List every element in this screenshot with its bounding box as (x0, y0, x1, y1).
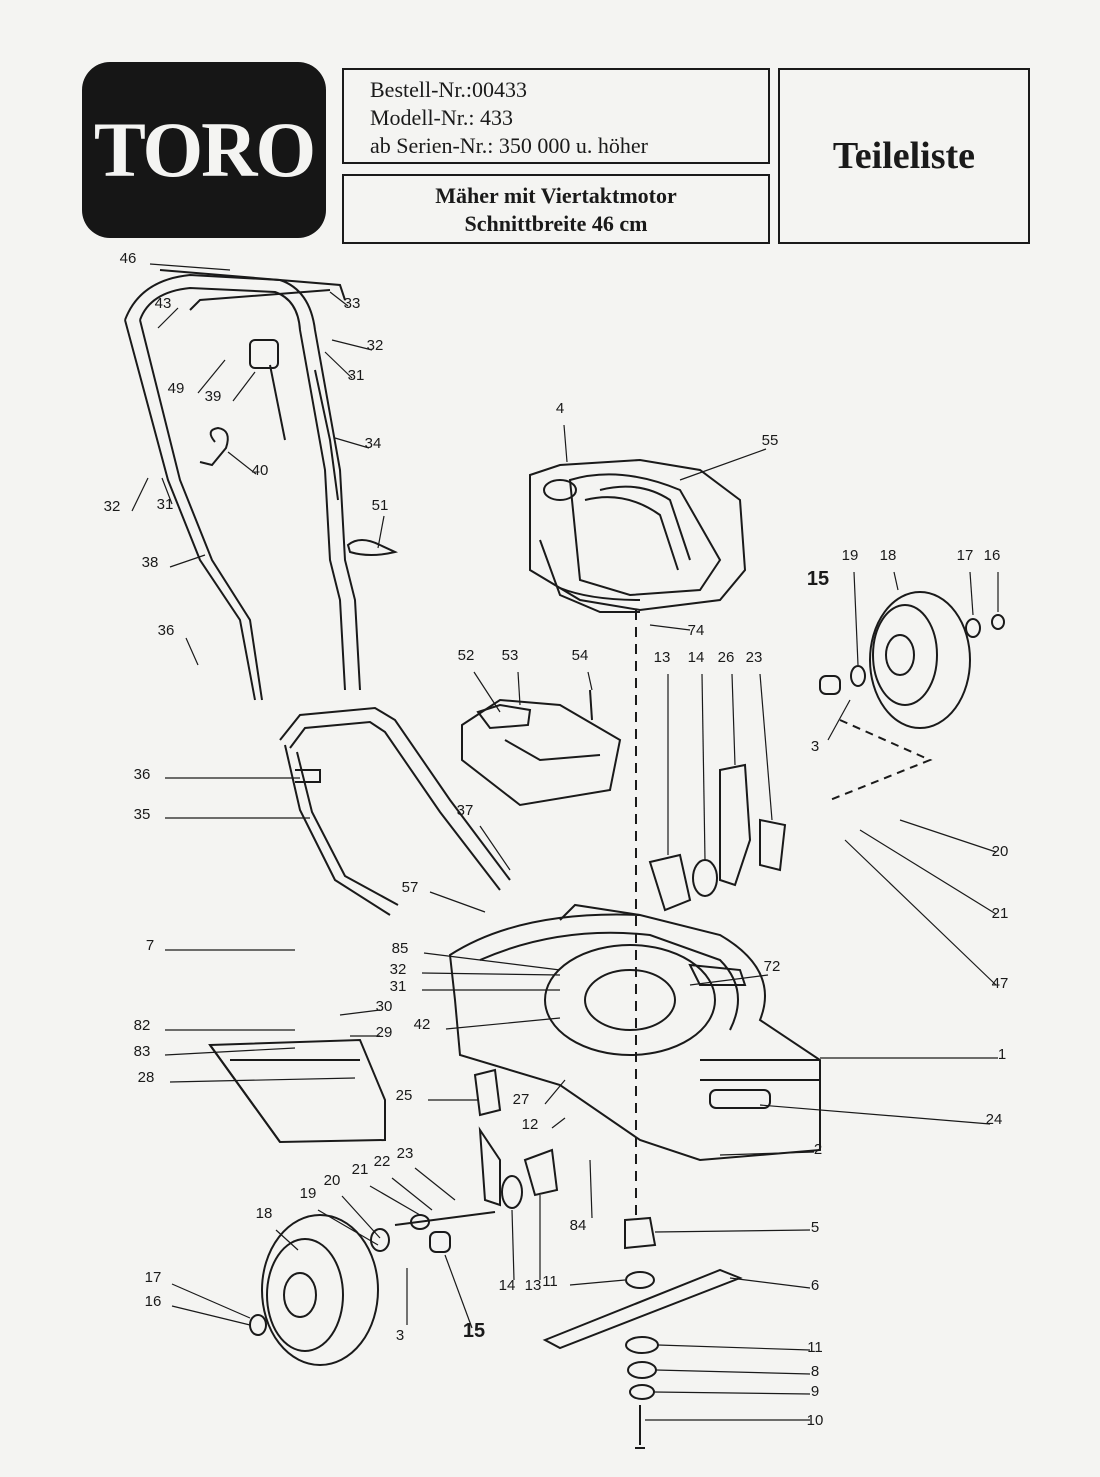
handle-upper-drawing (124, 269, 399, 701)
part-label-33-2: 33 (344, 295, 361, 312)
part-label-6-64: 6 (811, 1277, 819, 1294)
part-label-23-27: 23 (746, 649, 763, 666)
part-label-19-57: 19 (300, 1185, 317, 1202)
part-label-8-69: 8 (811, 1363, 819, 1380)
part-label-32-38: 32 (390, 961, 407, 978)
grass-deflector-drawing (208, 1038, 386, 1144)
part-label-28-47: 28 (138, 1069, 155, 1086)
part-label-32-9: 32 (104, 498, 121, 515)
part-label-17-61: 17 (145, 1269, 162, 1286)
part-label-74-23: 74 (688, 622, 705, 639)
part-label-16-62: 16 (145, 1293, 162, 1310)
part-label-3-67: 3 (396, 1327, 404, 1344)
engine-drawing (529, 458, 747, 613)
part-label-bold-15-1: 15 (463, 1320, 485, 1342)
part-label-36-13: 36 (158, 622, 175, 639)
toro-logo: TORO (82, 62, 326, 238)
part-label-49-5: 49 (168, 380, 185, 397)
part-label-54-22: 54 (572, 647, 589, 664)
part-label-51-11: 51 (372, 497, 389, 514)
part-label-57-35: 57 (402, 879, 419, 896)
part-label-9-70: 9 (811, 1383, 819, 1400)
part-label-11-63: 11 (542, 1273, 558, 1290)
part-label-85-36: 85 (392, 940, 409, 957)
order-info-box: Bestell-Nr.:00433 Modell-Nr.: 433 ab Ser… (342, 68, 770, 164)
part-label-7-37: 7 (146, 937, 154, 954)
part-label-31-39: 31 (390, 978, 407, 995)
part-label-bold-15-0: 15 (807, 568, 829, 590)
serial-number: ab Serien-Nr.: 350 000 u. höher (370, 133, 648, 158)
part-label-25-48: 25 (396, 1087, 413, 1104)
motor-cover-drawing (461, 689, 622, 807)
part-label-35-30: 35 (134, 806, 151, 823)
part-label-20-32: 20 (992, 843, 1009, 860)
part-label-13-66: 13 (525, 1277, 542, 1294)
part-label-32-3: 32 (367, 337, 384, 354)
part-label-22-54: 22 (374, 1153, 391, 1170)
part-label-13-24: 13 (654, 649, 671, 666)
parts-list-title: Teileliste (778, 68, 1030, 244)
mower-deck-drawing (448, 903, 821, 1162)
part-label-14-25: 14 (688, 649, 705, 666)
part-label-19-16: 19 (842, 547, 859, 564)
part-label-40-8: 40 (252, 462, 269, 479)
part-label-31-4: 31 (348, 367, 365, 384)
part-label-18-58: 18 (256, 1205, 273, 1222)
part-label-43-1: 43 (155, 295, 172, 312)
leader-lines (131, 263, 999, 1421)
part-label-82-42: 82 (134, 1017, 151, 1034)
rear-axle-line (829, 719, 933, 801)
part-label-42-44: 42 (414, 1016, 431, 1033)
part-label-24-50: 24 (986, 1111, 1003, 1128)
part-label-34-7: 34 (365, 435, 382, 452)
part-label-83-45: 83 (134, 1043, 151, 1060)
part-label-84-59: 84 (570, 1217, 587, 1234)
model-number: Modell-Nr.: 433 (370, 105, 513, 130)
part-label-2-52: 2 (814, 1141, 822, 1158)
part-label-10-71: 10 (807, 1412, 824, 1429)
height-adjuster-drawing (473, 763, 787, 1209)
part-label-21-33: 21 (992, 905, 1009, 922)
part-label-23-53: 23 (397, 1145, 414, 1162)
part-label-31-10: 31 (157, 496, 174, 513)
part-label-46-0: 46 (120, 250, 137, 267)
part-label-30-41: 30 (376, 998, 393, 1015)
description-line-2: Schnittbreite 46 cm (464, 211, 648, 236)
blade-stack-drawing (542, 1216, 743, 1449)
part-label-12-51: 12 (522, 1116, 539, 1133)
part-label-47-34: 47 (992, 975, 1009, 992)
part-label-16-19: 16 (984, 547, 1001, 564)
part-label-4-14: 4 (556, 400, 564, 417)
order-number: Bestell-Nr.:00433 (370, 77, 528, 102)
part-label-27-49: 27 (513, 1091, 530, 1108)
part-label-29-43: 29 (376, 1024, 393, 1041)
part-label-1-46: 1 (998, 1046, 1006, 1063)
part-label-53-21: 53 (502, 647, 519, 664)
part-label-14-65: 14 (499, 1277, 516, 1294)
description-box: Mäher mit Viertaktmotor Schnittbreite 46… (342, 174, 770, 244)
part-label-5-60: 5 (811, 1219, 819, 1236)
part-label-17-18: 17 (957, 547, 974, 564)
part-label-72-40: 72 (764, 958, 781, 975)
description-line-1: Mäher mit Viertaktmotor (435, 183, 677, 208)
part-label-38-12: 38 (142, 554, 159, 571)
part-label-55-15: 55 (762, 432, 779, 449)
part-label-26-26: 26 (718, 649, 735, 666)
part-label-52-20: 52 (458, 647, 475, 664)
part-label-11-68: 11 (807, 1339, 823, 1356)
part-label-21-55: 21 (352, 1161, 369, 1178)
part-label-36-29: 36 (134, 766, 151, 783)
page-title: Teileliste (832, 135, 976, 177)
part-label-20-56: 20 (324, 1172, 341, 1189)
part-label-18-17: 18 (880, 547, 897, 564)
part-label-3-28: 3 (811, 738, 819, 755)
handle-lower-drawing (279, 706, 511, 916)
rear-wheel-drawing (819, 591, 1005, 729)
logo-text: TORO (93, 106, 316, 193)
part-label-39-6: 39 (205, 388, 222, 405)
front-wheel-drawing (249, 1211, 496, 1366)
part-label-37-31: 37 (457, 802, 474, 819)
